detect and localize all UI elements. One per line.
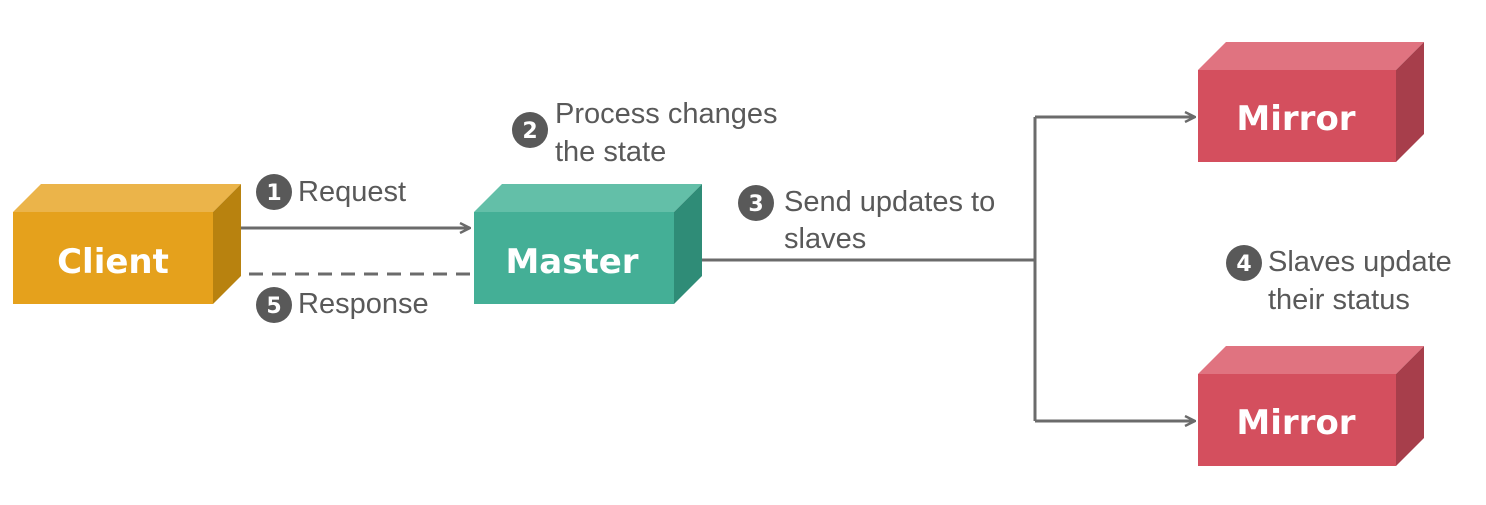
client-node: Client (13, 184, 241, 304)
step-5-badge (256, 287, 292, 323)
master-label: Master (505, 242, 638, 282)
step-3-badge (738, 185, 774, 221)
step-2-number: 2 (522, 119, 537, 144)
step-4-number: 4 (1236, 252, 1251, 277)
step-1-number: 1 (266, 181, 281, 206)
mirror-bottom-node: Mirror (1198, 346, 1424, 466)
mirror-bottom-front-face (1198, 374, 1396, 466)
step-5-annotation: 5 Response (256, 287, 429, 323)
client-side-face (213, 184, 241, 304)
master-top-face (474, 184, 702, 212)
step-2-annotation: 2 Process changes the state (512, 98, 777, 168)
step-5-text-line-1: Response (298, 288, 429, 320)
step-1-annotation: 1 Request (256, 174, 406, 210)
step-2-badge (512, 112, 548, 148)
step-3-text-line-2: slaves (784, 223, 866, 255)
step-3-annotation: 3 Send updates to slaves (738, 185, 995, 255)
master-side-face (674, 184, 702, 304)
mirror-top-side-face (1396, 42, 1424, 162)
step-2-text-line-2: the state (555, 136, 666, 168)
client-front-face (13, 212, 213, 304)
mirror-bottom-label: Mirror (1236, 403, 1355, 443)
step-5-number: 5 (266, 294, 281, 319)
mirror-bottom-top-face (1198, 346, 1424, 374)
master-node: Master (474, 184, 702, 304)
step-4-text-line-1: Slaves update (1268, 246, 1452, 278)
step-1-text-line-1: Request (298, 176, 406, 208)
step-1-badge (256, 174, 292, 210)
client-label: Client (57, 242, 169, 282)
mirror-top-label: Mirror (1236, 99, 1355, 139)
step-3-text-line-1: Send updates to (784, 186, 995, 218)
step-4-annotation: 4 Slaves update their status (1226, 245, 1452, 316)
mirror-top-front-face (1198, 70, 1396, 162)
step-3-number: 3 (748, 192, 763, 217)
mirror-bottom-side-face (1396, 346, 1424, 466)
master-front-face (474, 212, 674, 304)
step-4-text-line-2: their status (1268, 284, 1410, 316)
step-2-text-line-1: Process changes (555, 98, 777, 130)
step-4-badge (1226, 245, 1262, 281)
mirror-top-top-face (1198, 42, 1424, 70)
mirror-top-node: Mirror (1198, 42, 1424, 162)
client-top-face (13, 184, 241, 212)
